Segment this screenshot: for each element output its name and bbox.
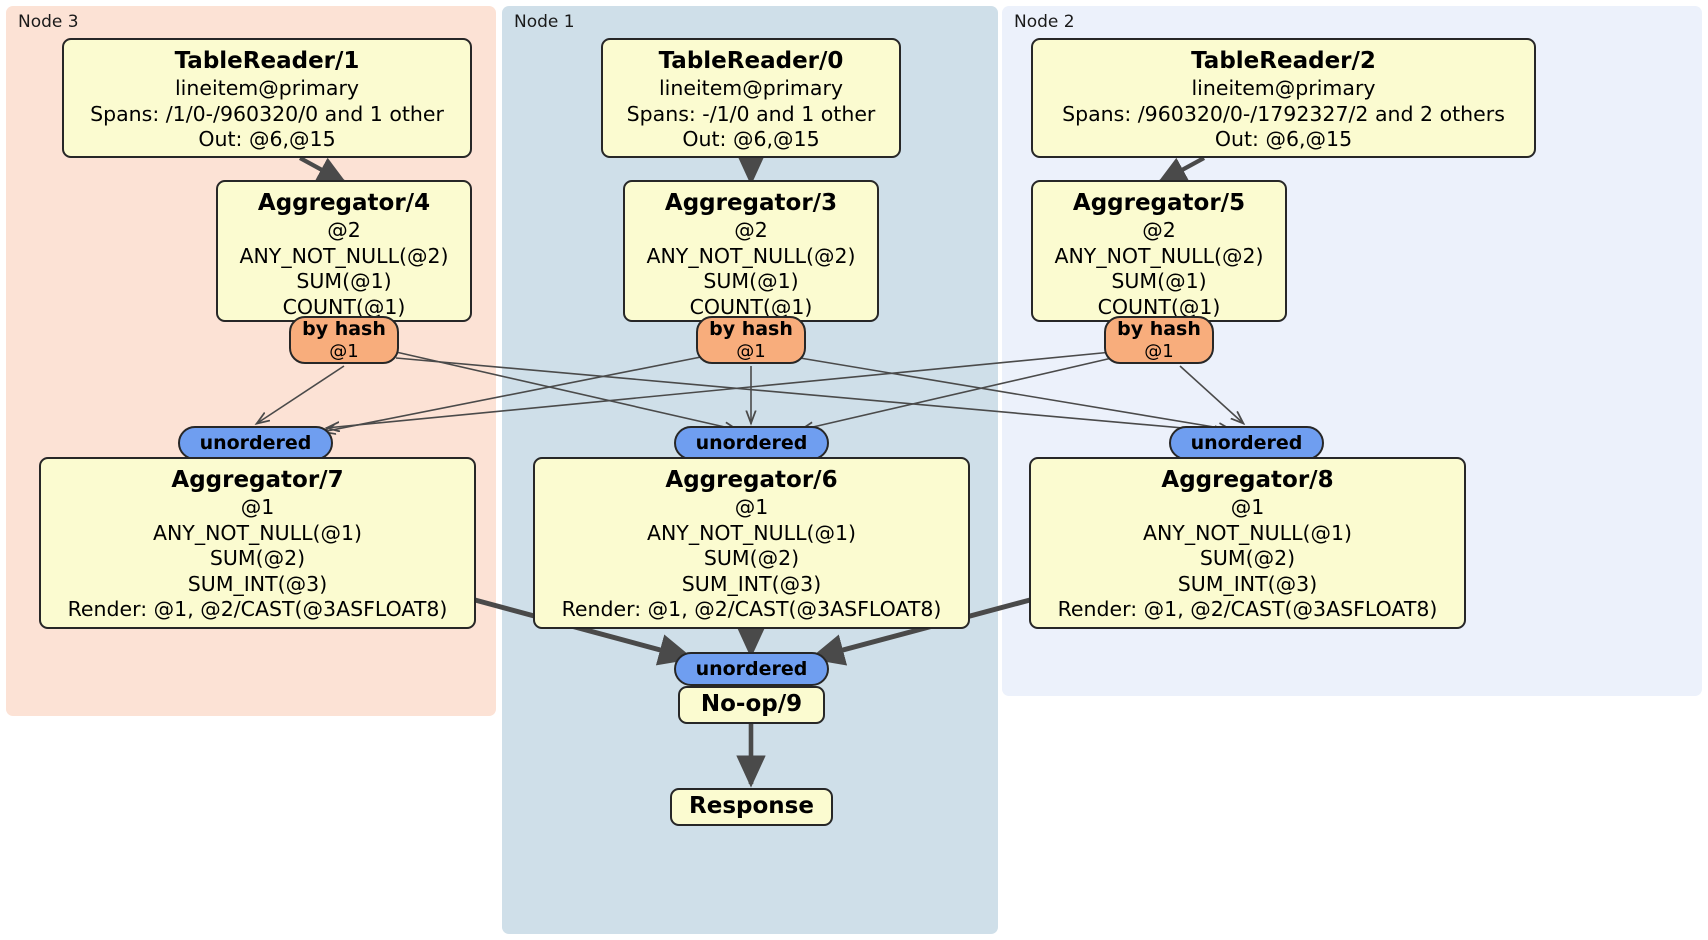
badge-title: unordered <box>695 657 808 680</box>
processor-detail-line: ANY_NOT_NULL(@1) <box>152 520 363 545</box>
badge-title: by hash <box>709 318 793 340</box>
processor-detail-line: Spans: /1/0-/960320/0 and 1 other <box>90 101 444 126</box>
node-region-label-node2: Node 2 <box>1014 12 1075 32</box>
processor-detail-line: lineitem@primary <box>658 76 844 100</box>
input-sync-unordered-center[interactable]: unordered <box>674 426 829 460</box>
badge-title: unordered <box>1190 431 1303 454</box>
processor-detail-line: @2 <box>327 218 361 242</box>
processor-aggregator-4[interactable]: Aggregator/4 @2 ANY_NOT_NULL(@2) SUM(@1)… <box>216 180 472 322</box>
processor-detail-line: ANY_NOT_NULL(@2) <box>646 243 856 268</box>
processor-detail-line: SUM(@2) <box>703 546 800 570</box>
processor-detail-line: SUM_INT(@3) <box>1177 571 1318 596</box>
badge-subtitle: @1 <box>329 341 359 362</box>
processor-table-reader-2[interactable]: TableReader/2 lineitem@primary Spans: /9… <box>1031 38 1536 158</box>
processor-table-reader-0[interactable]: TableReader/0 lineitem@primary Spans: -/… <box>601 38 901 158</box>
input-sync-unordered-final[interactable]: unordered <box>674 652 829 686</box>
processor-detail-line: @1 <box>240 495 275 519</box>
processor-detail-line: SUM(@1) <box>1111 269 1207 293</box>
output-router-by-hash-center[interactable]: by hash @1 <box>696 316 806 364</box>
processor-detail-line: @2 <box>1142 218 1176 242</box>
processor-aggregator-5[interactable]: Aggregator/5 @2 ANY_NOT_NULL(@2) SUM(@1)… <box>1031 180 1287 322</box>
processor-detail-line: @2 <box>734 218 768 242</box>
processor-detail-line: Out: @6,@15 <box>1214 127 1353 151</box>
processor-detail-line: @1 <box>734 495 769 519</box>
processor-response[interactable]: Response <box>670 788 833 826</box>
processor-title: TableReader/0 <box>658 48 844 74</box>
processor-aggregator-3[interactable]: Aggregator/3 @2 ANY_NOT_NULL(@2) SUM(@1)… <box>623 180 879 322</box>
processor-detail-line: Render: @1, @2/CAST(@3ASFLOAT8) <box>561 597 942 621</box>
badge-title: by hash <box>1117 318 1201 340</box>
processor-title: Aggregator/6 <box>665 467 838 493</box>
processor-detail-line: COUNT(@1) <box>282 294 406 319</box>
processor-title: TableReader/1 <box>174 48 360 74</box>
processor-detail-line: ANY_NOT_NULL(@2) <box>1054 243 1264 268</box>
node-region-label-node3: Node 3 <box>18 12 79 32</box>
processor-detail-line: SUM(@1) <box>296 269 392 293</box>
processor-title: Response <box>689 792 814 819</box>
processor-detail-line: Spans: /960320/0-/1792327/2 and 2 others <box>1062 101 1505 126</box>
processor-title: Aggregator/5 <box>1072 190 1246 216</box>
badge-title: by hash <box>302 318 386 340</box>
processor-detail-line: Render: @1, @2/CAST(@3ASFLOAT8) <box>67 597 448 621</box>
processor-detail-line: @1 <box>1230 495 1265 519</box>
processor-title: Aggregator/7 <box>171 467 344 493</box>
processor-detail-line: Spans: -/1/0 and 1 other <box>626 101 876 126</box>
node-region-label-node1: Node 1 <box>514 12 575 32</box>
processor-title: Aggregator/4 <box>257 190 431 216</box>
badge-title: unordered <box>199 431 312 454</box>
processor-noop-9[interactable]: No-op/9 <box>678 686 825 724</box>
badge-subtitle: @1 <box>736 341 766 362</box>
processor-detail-line: SUM_INT(@3) <box>187 571 328 596</box>
processor-title: TableReader/2 <box>1191 48 1376 74</box>
output-router-by-hash-right[interactable]: by hash @1 <box>1104 316 1214 364</box>
processor-detail-line: ANY_NOT_NULL(@2) <box>239 243 449 268</box>
input-sync-unordered-left[interactable]: unordered <box>178 426 333 460</box>
processor-detail-line: lineitem@primary <box>1191 76 1376 100</box>
processor-detail-line: COUNT(@1) <box>689 294 813 319</box>
processor-title: No-op/9 <box>700 690 803 717</box>
processor-detail-line: ANY_NOT_NULL(@1) <box>1142 520 1353 545</box>
processor-detail-line: lineitem@primary <box>174 76 360 100</box>
processor-detail-line: SUM_INT(@3) <box>681 571 822 596</box>
processor-detail-line: Render: @1, @2/CAST(@3ASFLOAT8) <box>1057 597 1438 621</box>
processor-title: Aggregator/3 <box>664 190 838 216</box>
processor-detail-line: SUM(@1) <box>703 269 799 293</box>
badge-title: unordered <box>695 431 808 454</box>
processor-detail-line: SUM(@2) <box>1199 546 1296 570</box>
input-sync-unordered-right[interactable]: unordered <box>1169 426 1324 460</box>
processor-detail-line: ANY_NOT_NULL(@1) <box>646 520 857 545</box>
processor-detail-line: Out: @6,@15 <box>682 127 820 151</box>
processor-detail-line: Out: @6,@15 <box>198 127 336 151</box>
processor-detail-line: COUNT(@1) <box>1097 294 1221 319</box>
processor-detail-line: SUM(@2) <box>209 546 306 570</box>
processor-title: Aggregator/8 <box>1161 467 1334 493</box>
processor-aggregator-6[interactable]: Aggregator/6 @1 ANY_NOT_NULL(@1) SUM(@2)… <box>533 457 970 629</box>
processor-table-reader-1[interactable]: TableReader/1 lineitem@primary Spans: /1… <box>62 38 472 158</box>
processor-aggregator-7[interactable]: Aggregator/7 @1 ANY_NOT_NULL(@1) SUM(@2)… <box>39 457 476 629</box>
processor-aggregator-8[interactable]: Aggregator/8 @1 ANY_NOT_NULL(@1) SUM(@2)… <box>1029 457 1466 629</box>
badge-subtitle: @1 <box>1144 341 1174 362</box>
output-router-by-hash-left[interactable]: by hash @1 <box>289 316 399 364</box>
